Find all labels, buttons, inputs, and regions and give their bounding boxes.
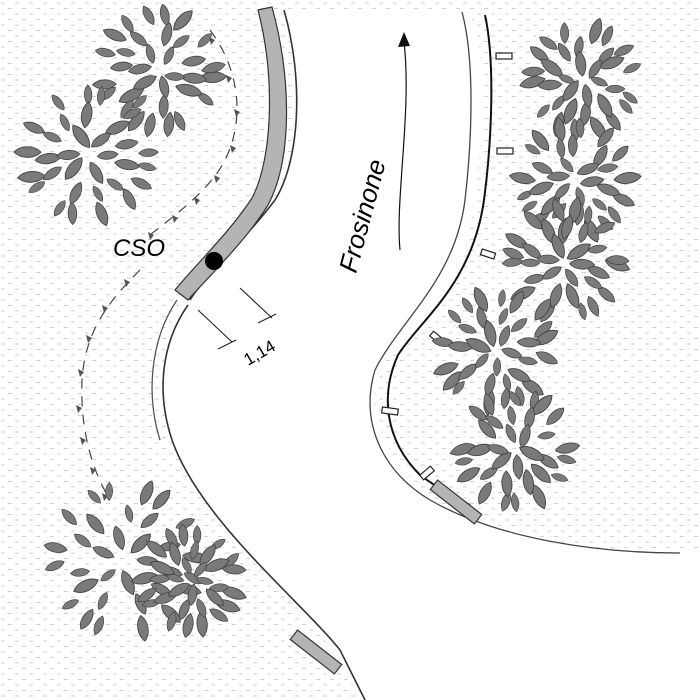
- hedge-marker: [214, 175, 220, 183]
- pipe-outlet: [418, 465, 436, 481]
- hedge-marker: [78, 369, 84, 377]
- cso-outlet-icon: [205, 252, 223, 270]
- hedge-dashed-lower: [81, 269, 141, 501]
- flow-arrow-head-icon: [398, 32, 410, 47]
- hedge-marker: [234, 109, 240, 117]
- left-bank-line: [162, 304, 366, 700]
- hedge-marker: [124, 279, 130, 287]
- hedge-marker: [76, 405, 82, 413]
- hedge-marker: [102, 493, 108, 501]
- right-wall-block: [429, 479, 483, 525]
- hedge-marker: [80, 437, 86, 445]
- hedge-marker: [148, 232, 154, 240]
- dimension-marker: [197, 287, 277, 350]
- river-water: [163, 10, 700, 700]
- hedge-dashed-upper: [149, 29, 238, 236]
- pipe-outlet: [479, 248, 497, 260]
- pipe-outlet: [495, 52, 513, 60]
- flow-arrow-icon: [398, 41, 407, 251]
- hedge-marker: [90, 467, 96, 475]
- hedge-marker: [86, 335, 92, 343]
- hedge-marker: [226, 75, 232, 83]
- hedge-marker: [230, 145, 236, 153]
- cso-label: CSO: [113, 235, 165, 262]
- right-bank-line-outer: [369, 11, 681, 554]
- left-retaining-wall: [174, 6, 288, 301]
- hedge-marker: [194, 197, 200, 205]
- left-bank-top-line: [151, 299, 178, 441]
- pipe-outlet: [496, 147, 514, 155]
- pipe-outlet: [380, 406, 400, 416]
- hedge-marker: [172, 215, 178, 223]
- bottom-wall-block: [289, 629, 343, 675]
- hedge-marker: [102, 305, 108, 313]
